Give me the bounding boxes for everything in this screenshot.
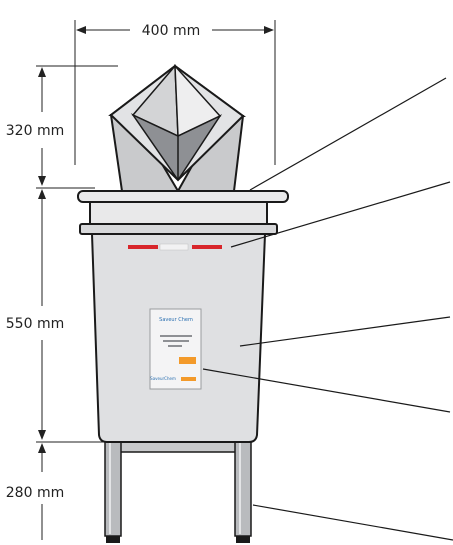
leader-line-body <box>239 316 451 347</box>
legs-height-label: 280 mm <box>6 485 64 501</box>
panel-badge-text: SaveurChem <box>150 376 176 381</box>
orange-tag-bottom <box>181 377 196 381</box>
leader-line-legs <box>252 504 453 541</box>
red-stripe-left <box>128 245 158 249</box>
leader-line-top-ring <box>230 181 451 248</box>
red-stripe-right <box>192 245 222 249</box>
callout-leader-lines <box>202 77 453 541</box>
top-ring <box>77 190 289 203</box>
stand-legs <box>104 427 252 543</box>
body-height-dimension: 550 mm <box>6 187 95 440</box>
width-dimension: 400 mm <box>74 20 276 165</box>
panel-logo-text: Saveur Chem <box>159 317 193 323</box>
orange-tag-top <box>179 357 196 364</box>
leader-line-label-panel <box>202 368 451 413</box>
hopper-height-dimension: 320 mm <box>6 65 118 186</box>
hopper-funnel <box>108 63 247 192</box>
body-height-label: 550 mm <box>6 316 64 332</box>
label-panel: Saveur Chem SaveurChem <box>149 308 202 390</box>
legs-height-dimension: 280 mm <box>6 441 112 540</box>
hopper-height-label: 320 mm <box>6 123 64 139</box>
width-label: 400 mm <box>142 23 200 39</box>
leader-line-hopper <box>249 77 447 191</box>
